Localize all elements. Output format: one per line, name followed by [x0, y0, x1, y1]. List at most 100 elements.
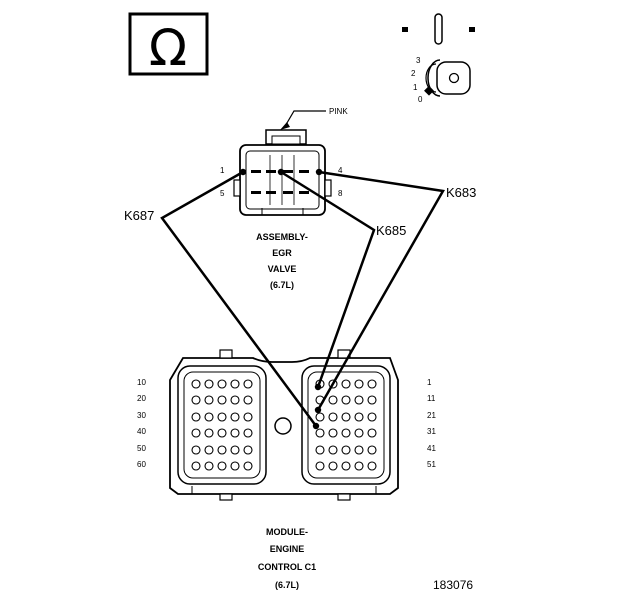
ecm-right-pin-r3-c4 [354, 412, 364, 422]
ecm-left-pin-r6-c3 [217, 461, 227, 471]
ecm-right-pin-r2-c5 [367, 395, 377, 405]
ecm-left-pin-r5-c5 [243, 445, 253, 455]
ecm-row-label-40: 40 [137, 427, 146, 436]
ecm-right-pin-r5-c5 [367, 445, 377, 455]
ecm-left-pin-r1-c1 [191, 379, 201, 389]
svg-text:ASSEMBLY-: ASSEMBLY- [256, 232, 308, 242]
key-position-0: 0 [418, 95, 423, 104]
ecm-right-pin-r1-c5 [367, 379, 377, 389]
svg-text:ENGINE: ENGINE [270, 544, 305, 554]
ecm-left-pin-r3-c4 [230, 412, 240, 422]
ecm-right-row-labels: 1 11 21 31 41 51 [427, 378, 436, 469]
ecm-left-pin-block [191, 379, 253, 471]
ecm-row-label-11: 11 [427, 394, 436, 403]
circuit-label-k687: K687 [124, 208, 154, 223]
ecm-c1-connector [169, 349, 399, 501]
wire-k685 [280, 170, 376, 388]
ecm-left-pin-r2-c3 [217, 395, 227, 405]
ecm-left-pin-r6-c4 [230, 461, 240, 471]
ecm-left-pin-r3-c5 [243, 412, 253, 422]
egr-pin-5-label: 5 [220, 189, 225, 198]
ecm-right-pin-r3-c2 [328, 412, 338, 422]
ecm-right-pin-r2-c3 [341, 395, 351, 405]
ecm-left-pin-r1-c3 [217, 379, 227, 389]
svg-text:EGR: EGR [272, 248, 292, 258]
ecm-right-pin-r6-c1 [315, 461, 325, 471]
ecm-left-pin-r5-c2 [204, 445, 214, 455]
ohm-icon: Ω [149, 19, 187, 77]
wire-k683 [316, 170, 445, 411]
ecm-row-label-10: 10 [137, 378, 146, 387]
ecm-right-pin-r5-c2 [328, 445, 338, 455]
ecm-left-pin-r5-c4 [230, 445, 240, 455]
key-position-3: 3 [416, 56, 421, 65]
ignition-key-icon: 3 2 1 0 [402, 13, 475, 104]
pink-wire-label: PINK [329, 107, 348, 116]
ecm-left-pin-r4-c3 [217, 428, 227, 438]
ecm-right-pin-r1-c3 [341, 379, 351, 389]
ecm-left-pin-r4-c5 [243, 428, 253, 438]
ecm-right-pin-r3-c3 [341, 412, 351, 422]
ecm-right-pin-r4-c5 [367, 428, 377, 438]
svg-text:VALVE: VALVE [268, 264, 297, 274]
egr-pin-8-label: 8 [338, 189, 343, 198]
ecm-row-label-50: 50 [137, 444, 146, 453]
ecm-right-pin-r4-c2 [328, 428, 338, 438]
ecm-left-pin-r6-c1 [191, 461, 201, 471]
ecm-right-pin-r5-c1 [315, 445, 325, 455]
ecm-left-pin-r4-c4 [230, 428, 240, 438]
ecm-left-pin-r2-c2 [204, 395, 214, 405]
ecm-row-label-51: 51 [427, 460, 436, 469]
ecm-left-pin-r4-c1 [191, 428, 201, 438]
ecm-left-pin-r1-c4 [230, 379, 240, 389]
ecm-row-label-60: 60 [137, 460, 146, 469]
key-position-2: 2 [411, 69, 416, 78]
ecm-row-label-31: 31 [427, 427, 436, 436]
ecm-right-pin-r4-c4 [354, 428, 364, 438]
ecm-left-pin-r2-c4 [230, 395, 240, 405]
ecm-left-pin-r1-c2 [204, 379, 214, 389]
ecm-right-pin-r1-c4 [354, 379, 364, 389]
svg-text:CONTROL C1: CONTROL C1 [258, 562, 316, 572]
ecm-caption: MODULE- ENGINE CONTROL C1 (6.7L) [258, 527, 316, 590]
ecm-right-pin-r5-c3 [341, 445, 351, 455]
ecm-right-pin-r2-c4 [354, 395, 364, 405]
ecm-left-pin-r6-c5 [243, 461, 253, 471]
ecm-right-pin-r6-c4 [354, 461, 364, 471]
ecm-right-pin-r3-c1 [315, 412, 325, 422]
ecm-right-pin-r5-c4 [354, 445, 364, 455]
ecm-left-pin-r4-c2 [204, 428, 214, 438]
ecm-left-pin-r5-c3 [217, 445, 227, 455]
ecm-left-pin-r2-c5 [243, 395, 253, 405]
ecm-right-pin-r2-c2 [328, 395, 338, 405]
ecm-row-label-20: 20 [137, 394, 146, 403]
wire-endpoints [239, 168, 323, 430]
ecm-right-pin-r6-c2 [328, 461, 338, 471]
ecm-left-pin-r3-c3 [217, 412, 227, 422]
ecm-row-label-21: 21 [427, 411, 436, 420]
ohmmeter-symbol: Ω [128, 12, 209, 77]
circuit-label-k685: K685 [376, 223, 406, 238]
egr-pin-1-label: 1 [220, 166, 225, 175]
ecm-row-label-41: 41 [427, 444, 436, 453]
ecm-row-label-30: 30 [137, 411, 146, 420]
ecm-right-pin-r4-c3 [341, 428, 351, 438]
ecm-left-pin-r5-c1 [191, 445, 201, 455]
ecm-right-pin-r6-c5 [367, 461, 377, 471]
egr-pin-4-label: 4 [338, 166, 343, 175]
ecm-left-row-labels: 10 20 30 40 50 60 [137, 378, 146, 469]
wire-k687 [160, 170, 318, 427]
svg-text:(6.7L): (6.7L) [270, 280, 294, 290]
circuit-label-k683: K683 [446, 185, 476, 200]
ecm-right-pin-r6-c3 [341, 461, 351, 471]
svg-text:MODULE-: MODULE- [266, 527, 308, 537]
key-position-1: 1 [413, 83, 418, 92]
egr-valve-connector: PINK 1 4 5 8 [220, 107, 348, 216]
ecm-row-label-1: 1 [427, 378, 432, 387]
ecm-left-pin-r6-c2 [204, 461, 214, 471]
ecm-left-pin-r2-c1 [191, 395, 201, 405]
ecm-left-pin-r3-c1 [191, 412, 201, 422]
egr-caption: ASSEMBLY- EGR VALVE (6.7L) [256, 232, 308, 290]
svg-text:(6.7L): (6.7L) [275, 580, 299, 590]
